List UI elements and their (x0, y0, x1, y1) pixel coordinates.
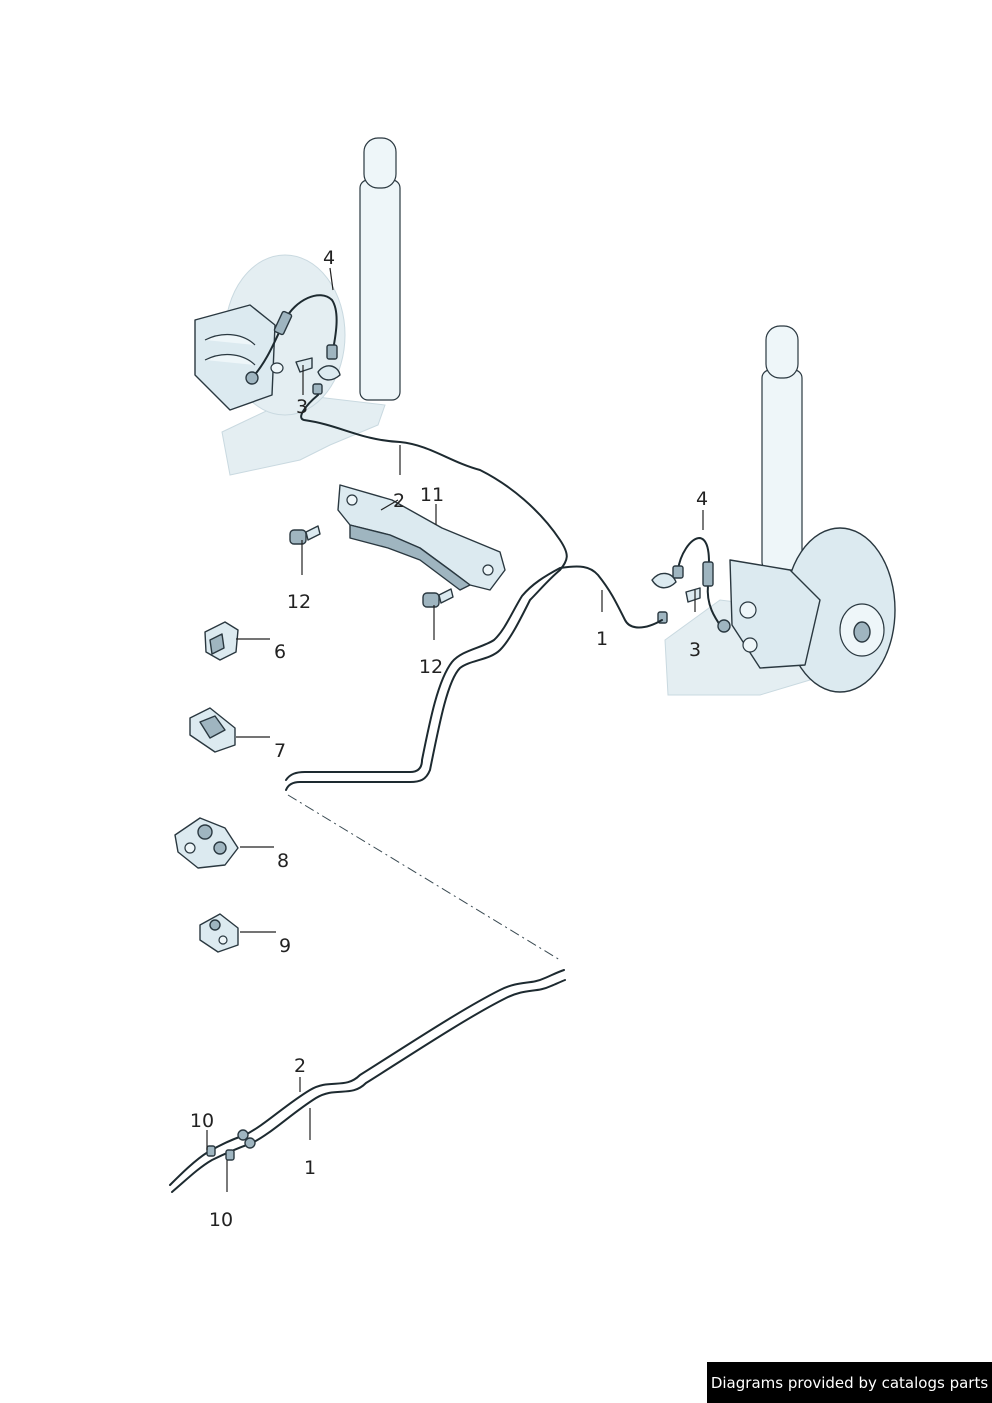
right-brake-hose (672, 537, 731, 633)
callout-2-bottom: 2 (294, 1055, 306, 1077)
callout-2-top: 2 (393, 490, 405, 512)
callout-12-b: 12 (419, 656, 443, 678)
callout-7: 7 (274, 740, 286, 762)
callout-4-left: 4 (323, 247, 335, 269)
callout-6: 6 (274, 641, 286, 663)
callout-12-a: 12 (287, 591, 311, 613)
clip-6 (204, 621, 239, 661)
callout-8: 8 (277, 850, 289, 872)
right-hose-bracket (651, 572, 701, 624)
heat-shield-bracket (337, 484, 506, 591)
callout-3-right: 3 (689, 639, 701, 661)
right-strut-assembly (664, 325, 896, 696)
callout-10-b: 10 (209, 1209, 233, 1231)
left-strut-assembly (194, 137, 401, 476)
callout-labels: 4 3 2 11 12 12 6 7 8 9 4 1 3 2 10 10 1 (190, 247, 708, 1231)
brake-pipe-upper (285, 394, 663, 791)
callout-9: 9 (279, 935, 291, 957)
callout-1-bottom: 1 (304, 1157, 316, 1179)
screw-12-lower (422, 588, 454, 608)
screw-12-upper (289, 525, 321, 545)
callout-11: 11 (420, 484, 444, 506)
brake-pipe-lower (169, 969, 566, 1193)
credit-banner: Diagrams provided by catalogs parts (707, 1362, 992, 1403)
callout-1-top: 1 (596, 628, 608, 650)
left-brake-hose (245, 294, 338, 385)
clip-8 (174, 817, 239, 869)
clip-9 (199, 913, 239, 953)
leader-lines (206, 267, 704, 1192)
clip-7 (189, 707, 236, 753)
callout-3-left: 3 (296, 396, 308, 418)
callout-10-a: 10 (190, 1110, 214, 1132)
continuation-line (287, 794, 561, 961)
left-hose-bracket (270, 357, 341, 395)
callout-4-right: 4 (696, 488, 708, 510)
